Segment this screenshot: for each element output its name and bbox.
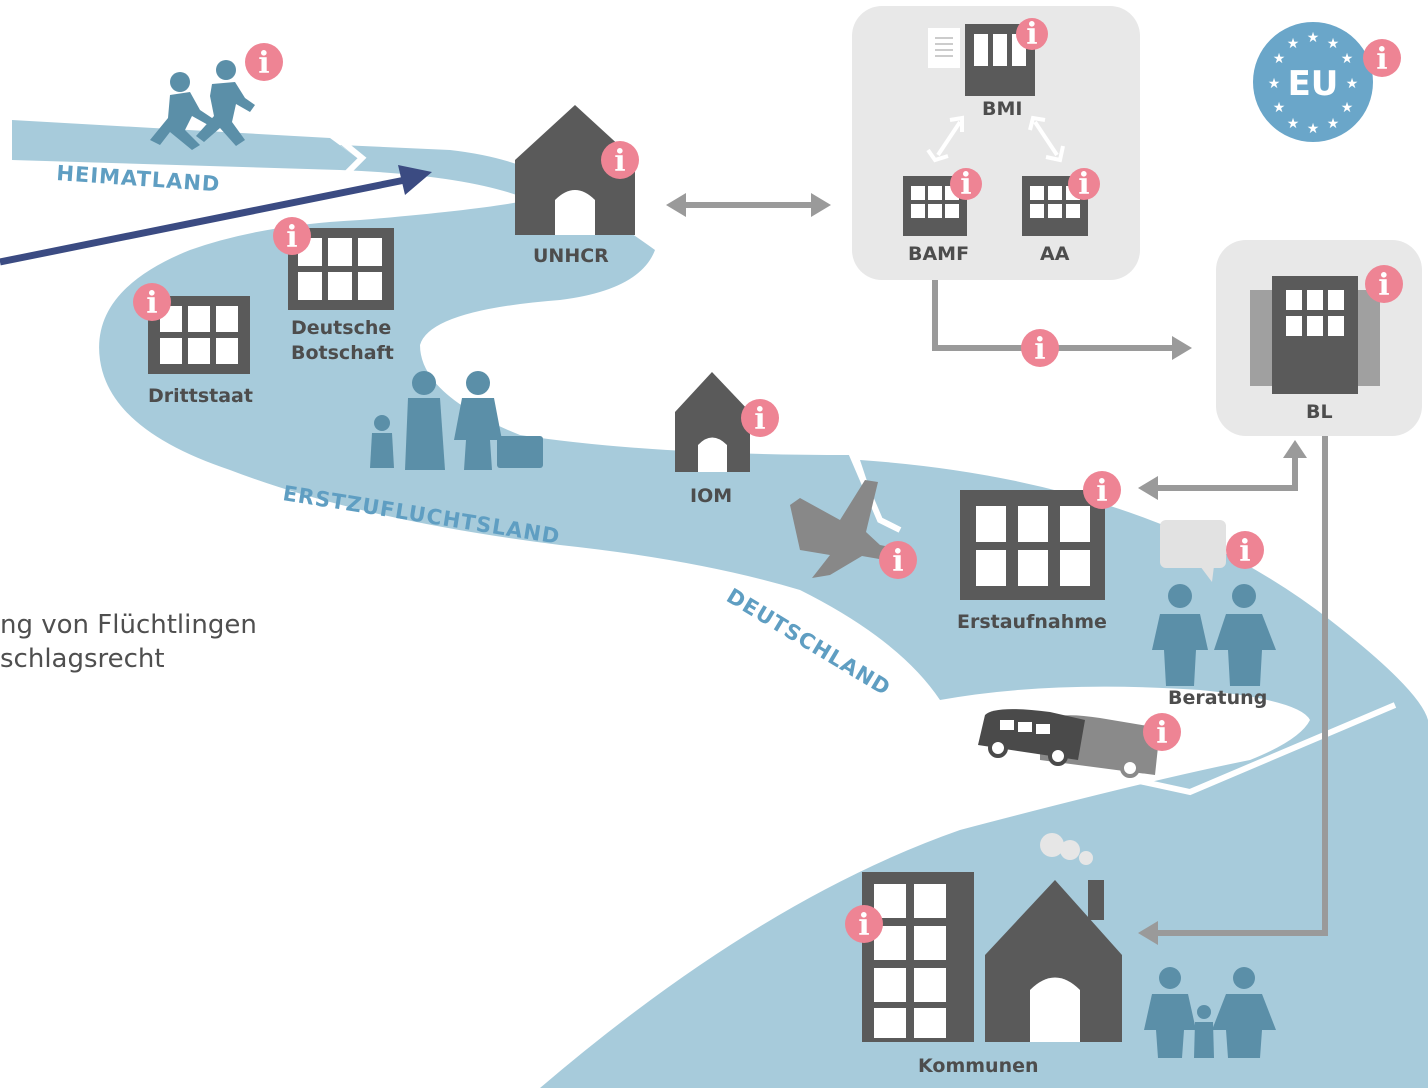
bmi-bamf-arrow: [926, 115, 964, 163]
info-button-iom[interactable]: i: [741, 399, 779, 437]
label-bmi: BMI: [982, 98, 1022, 120]
running-people-icon: [150, 60, 255, 150]
bl-kommunen-arrow: [1138, 436, 1328, 945]
label-eu: EU: [1288, 64, 1339, 104]
iom-house-icon: [675, 372, 750, 472]
label-drittstaat: Drittstaat: [148, 385, 253, 407]
svg-text:i: i: [1078, 167, 1089, 202]
info-button-bl[interactable]: i: [1365, 265, 1403, 303]
bl-erstaufnahme-arrow: [1138, 440, 1307, 500]
label-beratung: Beratung: [1168, 687, 1267, 709]
svg-text:i: i: [258, 46, 269, 81]
caption-text: ng von Flüchtlingen schlagsrecht: [0, 608, 257, 676]
ministries-bl-arrow: [932, 280, 1192, 360]
info-button-eu[interactable]: i: [1363, 39, 1401, 77]
drittstaat-building-icon: [148, 296, 250, 374]
label-iom: IOM: [690, 485, 732, 507]
document-icon: [928, 28, 960, 68]
info-button-aa[interactable]: i: [1068, 167, 1100, 202]
svg-text:★: ★: [1346, 76, 1359, 92]
region-divider-1: [328, 129, 367, 183]
family-with-luggage-icon: [370, 371, 543, 470]
region-label-heimatland: HEIMATLAND: [56, 161, 221, 196]
svg-text:★: ★: [1327, 116, 1340, 132]
svg-text:★: ★: [1268, 76, 1281, 92]
label-erstaufnahme: Erstaufnahme: [957, 611, 1107, 633]
eu-badge-icon: ★★★ ★★★ ★★★ ★★★: [1253, 22, 1373, 142]
bl-building-icon: [1250, 276, 1380, 394]
info-button-heimatland[interactable]: i: [245, 43, 283, 81]
info-button-unhcr[interactable]: i: [601, 141, 639, 179]
river-path: [12, 120, 1428, 1088]
airplane-icon: [790, 480, 895, 578]
info-button-drittstaat[interactable]: i: [133, 283, 171, 321]
caption-line-2: schlagsrecht: [0, 644, 165, 674]
label-kommunen: Kommunen: [918, 1055, 1039, 1077]
info-button-transport[interactable]: i: [1143, 713, 1181, 751]
label-aa: AA: [1040, 243, 1070, 265]
family-icon: [1144, 967, 1276, 1058]
label-bl: BL: [1306, 401, 1333, 423]
svg-text:i: i: [960, 167, 971, 202]
kommunen-apartment-icon: [862, 872, 974, 1042]
kommunen-house-icon: [985, 880, 1122, 1042]
svg-text:i: i: [614, 144, 625, 179]
svg-text:i: i: [1096, 474, 1107, 509]
label-deutsche: Deutsche: [291, 317, 391, 339]
info-button-bamf[interactable]: i: [950, 167, 982, 202]
svg-text:i: i: [1376, 42, 1387, 77]
info-button-flight[interactable]: i: [879, 541, 917, 579]
svg-text:★: ★: [1341, 100, 1354, 116]
caption-line-1: ng von Flüchtlingen: [0, 610, 257, 640]
svg-text:★: ★: [1273, 100, 1286, 116]
bmi-aa-arrow: [1028, 115, 1065, 163]
info-button-kommunen[interactable]: i: [845, 905, 883, 943]
info-button-erstaufnahme[interactable]: i: [1083, 471, 1121, 509]
svg-text:★: ★: [1341, 51, 1354, 67]
svg-text:i: i: [858, 908, 869, 943]
counseling-people-icon: [1152, 584, 1276, 686]
label-botschaft: Botschaft: [291, 342, 394, 364]
info-button-botschaft[interactable]: i: [273, 217, 311, 255]
svg-text:★: ★: [1307, 30, 1320, 46]
info-button-beratung[interactable]: i: [1226, 531, 1264, 569]
erstaufnahme-building-icon: [960, 490, 1105, 600]
svg-text:i: i: [1156, 716, 1167, 751]
svg-text:★: ★: [1287, 36, 1300, 52]
svg-text:i: i: [286, 220, 297, 255]
svg-text:★: ★: [1287, 116, 1300, 132]
info-button-bmi[interactable]: i: [1016, 17, 1048, 52]
info-button-verteilung[interactable]: i: [1021, 329, 1059, 367]
svg-text:i: i: [1239, 534, 1250, 569]
svg-text:i: i: [146, 286, 157, 321]
region-divider-2: [847, 448, 902, 533]
unhcr-ministries-arrow: [666, 193, 831, 217]
svg-text:i: i: [1026, 17, 1037, 52]
svg-text:i: i: [1378, 268, 1389, 303]
label-bamf: BAMF: [908, 243, 969, 265]
svg-text:★: ★: [1273, 51, 1286, 67]
bus-transport-icon: [978, 709, 1160, 778]
svg-text:★: ★: [1327, 36, 1340, 52]
unhcr-house-icon: [515, 105, 635, 235]
label-unhcr: UNHCR: [533, 245, 609, 267]
speech-bubble-icon: [1160, 520, 1226, 582]
svg-text:i: i: [754, 402, 765, 437]
svg-text:i: i: [1034, 332, 1045, 367]
cloud-smoke-icon: [1040, 833, 1093, 865]
pointer-arrow: [0, 165, 432, 266]
svg-text:★: ★: [1307, 121, 1320, 137]
svg-text:i: i: [892, 544, 903, 579]
